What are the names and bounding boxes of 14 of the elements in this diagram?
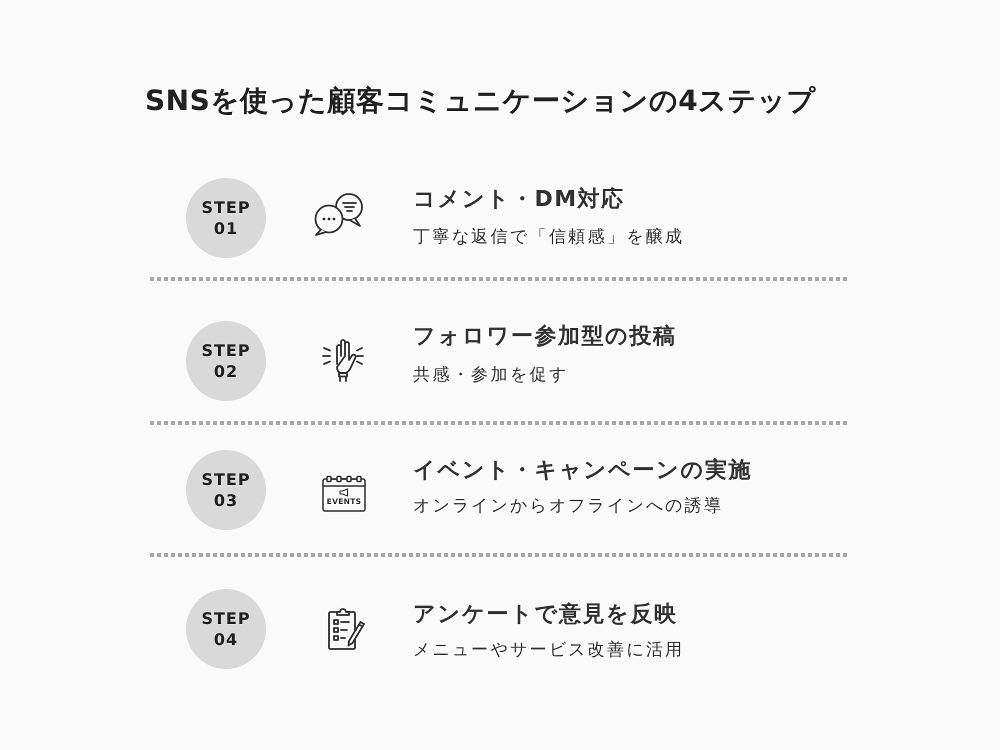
step-number: STEP 01 bbox=[201, 197, 251, 239]
diagram-title: SNSを使った顧客コミュニケーションの4ステップ bbox=[145, 83, 816, 119]
step-heading: コメント・DM対応 bbox=[413, 186, 625, 214]
step-description: メニューやサービス改善に活用 bbox=[413, 639, 685, 662]
step-description: オンラインからオフラインへの誘導 bbox=[413, 495, 724, 518]
step-number: STEP 03 bbox=[201, 469, 251, 511]
step-number: STEP 04 bbox=[201, 608, 251, 650]
event-calendar bbox=[322, 475, 366, 512]
step-description: 共感・参加を促す bbox=[413, 364, 568, 387]
step-heading: アンケートで意見を反映 bbox=[413, 601, 678, 629]
step-heading: フォロワー参加型の投稿 bbox=[413, 323, 676, 351]
step-heading: イベント・キャンペーンの実施 bbox=[413, 457, 752, 485]
step-description: 丁寧な返信で「信頼感」を醸成 bbox=[413, 226, 685, 249]
step-number: STEP 02 bbox=[201, 340, 251, 382]
